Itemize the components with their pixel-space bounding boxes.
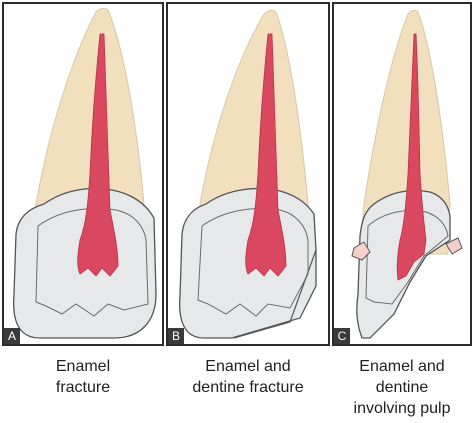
panel-c: C [332,2,472,346]
caption-c: Enamel and dentine involving pulp [332,356,472,419]
fragment-left [351,241,371,261]
panel-a: A [2,2,164,346]
caption-c-line-3: involving pulp [353,400,451,417]
panel-letter-b: B [168,328,184,344]
caption-a: Enamel fracture [2,356,164,398]
caption-c-line-1: Enamel and [359,358,445,375]
caption-b-line-1: Enamel and [205,358,291,375]
caption-b: Enamel and dentine fracture [166,356,330,398]
panel-b: B [166,2,330,346]
pulp-exposed [396,33,427,281]
panel-letter-c: C [334,328,350,344]
tooth-illustration-b [178,9,317,339]
fragment-right [445,237,463,255]
pulp [77,33,119,277]
caption-a-line-2: fracture [55,379,111,396]
fracture-line [233,249,317,339]
dentine-outline [197,208,309,317]
caption-b-line-2: dentine fracture [192,379,304,396]
pulp [245,33,287,277]
caption-a-line-1: Enamel [55,358,111,375]
dentine-outline [365,210,449,305]
tooth-illustration-c [351,9,463,339]
tooth-illustration-a [12,7,157,339]
dentine-outline [35,208,149,317]
caption-c-line-2: dentine [375,379,429,396]
panel-letter-a: A [4,328,20,344]
